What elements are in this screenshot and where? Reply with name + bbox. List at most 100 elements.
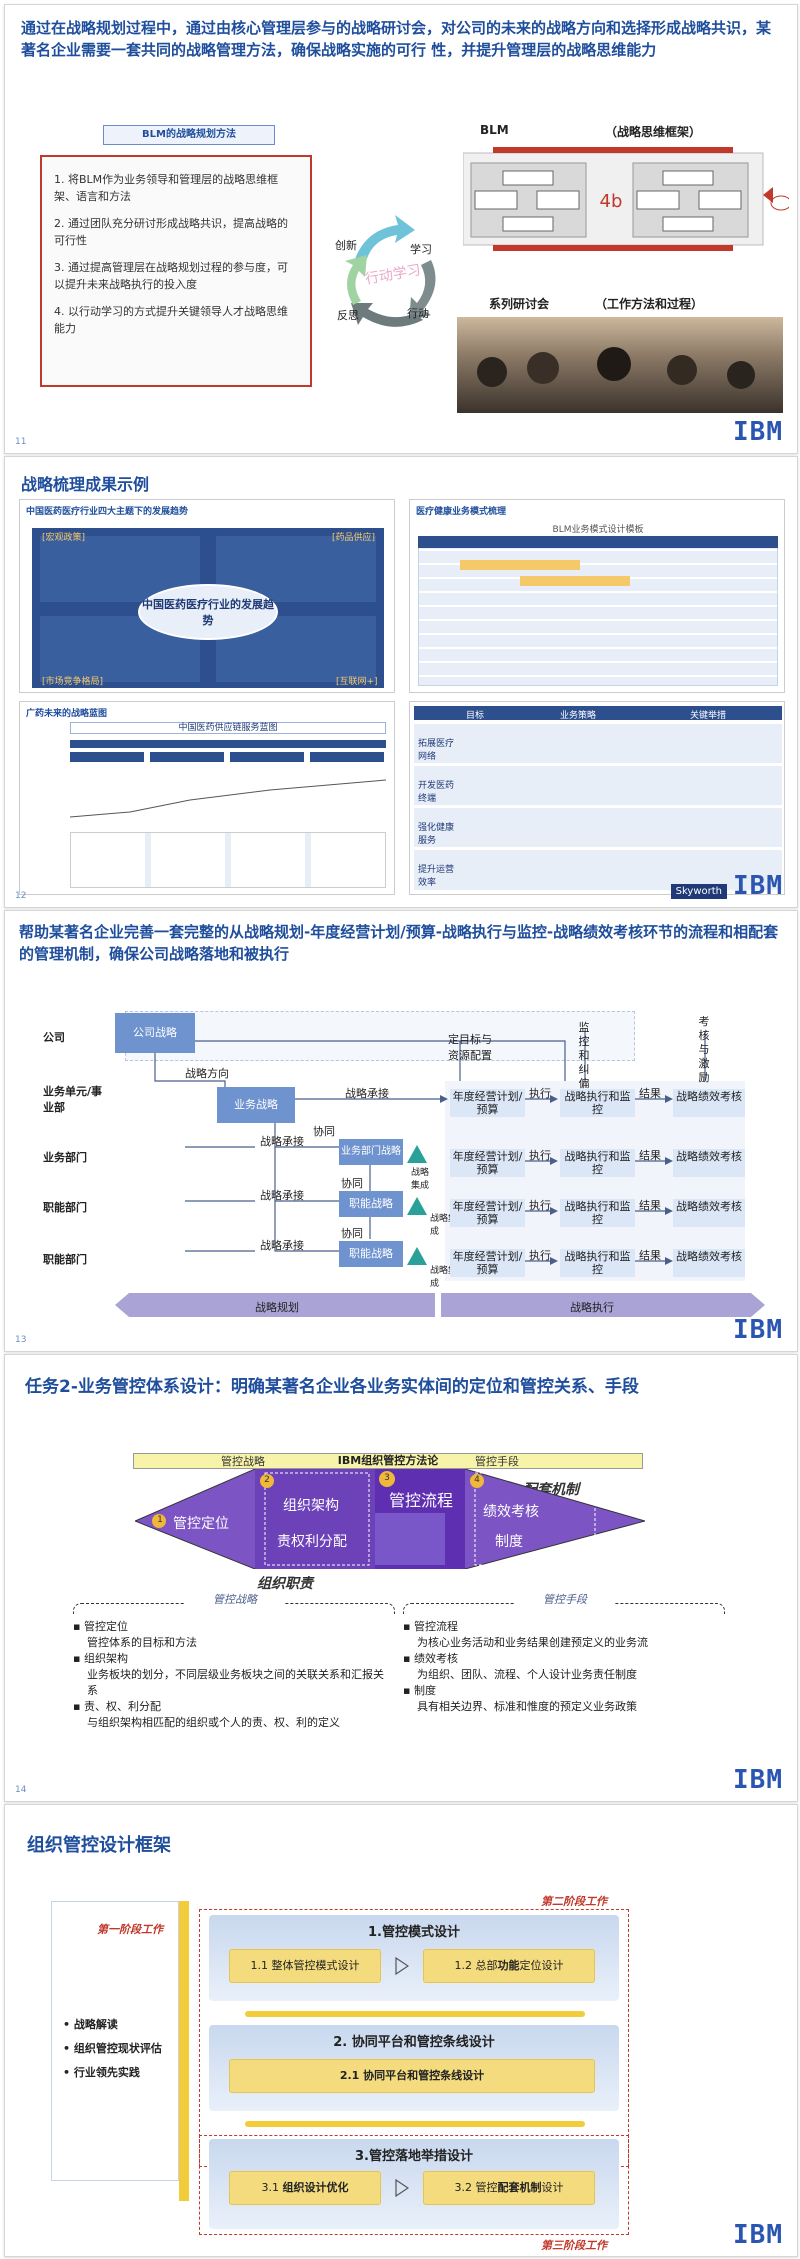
row-label: 强化健康服务 bbox=[418, 820, 454, 846]
phase-one-list: • 战略解读 • 组织管控现状评估 • 行业领先实践 bbox=[63, 2013, 162, 2085]
row-label: 拓展医疗网络 bbox=[418, 736, 454, 762]
point-4: 4. 以行动学习的方式提升关键领导人才战略思维能力 bbox=[54, 303, 298, 337]
coord-label-2: 协同 bbox=[341, 1175, 363, 1191]
phase-band bbox=[115, 1293, 765, 1317]
block-1-left-text: 1.1 整体管控模式设计 bbox=[251, 1959, 360, 1972]
list-item-desc: 为核心业务活动和业务结果创建预定义的业务流 bbox=[403, 1635, 723, 1651]
kpi-box-3: 战略绩效考核 bbox=[673, 1199, 745, 1227]
direction-label: 战略方向 bbox=[185, 1065, 229, 1081]
exec-label-1: 执行 bbox=[529, 1085, 551, 1101]
slide-title: 组织管控设计框架 bbox=[27, 1831, 171, 1857]
strategy-table-panel: 目标 业务策略 关键举措 拓展医疗网络 开发医药终端 强化健康服务 提升运营效率 bbox=[409, 701, 785, 895]
badge-4: 4 bbox=[472, 1475, 482, 1485]
workshop-sub: （工作方法和过程） bbox=[595, 295, 703, 312]
plan-box-3: 年度经营计划/预算 bbox=[450, 1199, 525, 1227]
kpi-text: 战略绩效考核 bbox=[676, 1090, 742, 1103]
exec-box-2: 战略执行和监控 bbox=[560, 1149, 635, 1177]
table-col-goal: 目标 bbox=[466, 708, 484, 721]
blueprint-title: 广药未来的战略蓝图 bbox=[26, 706, 107, 719]
table-row: 开发医药终端 bbox=[414, 766, 782, 806]
left-list: ▪ 管控定位 管控体系的目标和方法 ▪ 组织架构 业务板块的划分，不同层级业务板… bbox=[73, 1619, 393, 1731]
slide-strategy-results: 战略梳理成果示例 中国医药医疗行业四大主题下的发展趋势 [宏观政策] [药品供应… bbox=[4, 456, 798, 908]
list-item-desc: 与组织架构相匹配的组织或个人的责、权、利的定义 bbox=[73, 1715, 393, 1731]
inherit-label-3: 战略承接 bbox=[260, 1187, 304, 1203]
block-2-item: 2.1 协同平台和管控条线设计 bbox=[229, 2059, 595, 2093]
integrate-triangle-1 bbox=[407, 1145, 427, 1163]
trend-panel-title: 中国医药医疗行业四大主题下的发展趋势 bbox=[26, 504, 188, 517]
list-item: ▪ 绩效考核 bbox=[403, 1651, 723, 1667]
cycle-learn: 学习 bbox=[410, 241, 432, 257]
right-list: ▪ 管控流程 为核心业务活动和业务结果创建预定义的业务流 ▪ 绩效考核 为组织、… bbox=[403, 1619, 723, 1715]
cycle-center: 行动学习 bbox=[364, 262, 422, 287]
blm-label: BLM bbox=[480, 123, 509, 137]
blm-method-title: BLM的战略规划方法 bbox=[142, 129, 236, 140]
exec-text: 战略执行和监控 bbox=[565, 1200, 631, 1226]
left-head: 管控战略 bbox=[185, 1591, 285, 1607]
biz-model-panel: 医疗健康业务模式梳理 BLM业务模式设计模板 bbox=[409, 499, 785, 693]
list-item: ▪ 制度 bbox=[403, 1683, 723, 1699]
page-number: 13 bbox=[15, 1335, 26, 1345]
exec-text: 战略执行和监控 bbox=[565, 1090, 631, 1116]
plan-text: 年度经营计划/预算 bbox=[453, 1150, 523, 1176]
func-strategy-text-1: 职能战略 bbox=[349, 1197, 393, 1210]
tab-strategy: 管控战略 bbox=[221, 1453, 265, 1469]
list-item: • 组织管控现状评估 bbox=[63, 2037, 162, 2061]
list-item-desc: 为组织、团队、流程、个人设计业务责任制度 bbox=[403, 1667, 723, 1683]
plan-box-1: 年度经营计划/预算 bbox=[450, 1089, 525, 1117]
exec-box-1: 战略执行和监控 bbox=[560, 1089, 635, 1117]
table-col-actions: 关键举措 bbox=[690, 708, 726, 721]
trend-center-oval: 中国医药医疗行业的发展趋势 bbox=[138, 584, 278, 640]
exec-box-3: 战略执行和监控 bbox=[560, 1199, 635, 1227]
trend-panel: 中国医药医疗行业四大主题下的发展趋势 [宏观政策] [药品供应] [市场竞争格局… bbox=[19, 499, 395, 693]
page-number: 14 bbox=[15, 1785, 26, 1795]
func-strategy-box-2: 职能战略 bbox=[339, 1241, 403, 1267]
exec-label-2: 执行 bbox=[529, 1147, 551, 1163]
blueprint-header: 中国医药供应链服务蓝图 bbox=[70, 722, 386, 734]
right-head: 管控手段 bbox=[515, 1591, 615, 1607]
kpi-text: 战略绩效考核 bbox=[676, 1250, 742, 1263]
kpi-box-4: 战略绩效考核 bbox=[673, 1249, 745, 1277]
point-3: 3. 通过提高管理层在战略规划过程的参与度，可以提升未来战略执行的投入度 bbox=[54, 259, 298, 293]
kpi-text: 战略绩效考核 bbox=[676, 1150, 742, 1163]
blm-diagram: 4b bbox=[463, 143, 789, 255]
result-label-2: 结果 bbox=[639, 1147, 661, 1163]
table-col-strategy: 业务策略 bbox=[560, 708, 596, 721]
org-duty-label: 组织职责 bbox=[257, 1573, 313, 1593]
badge-3: 3 bbox=[382, 1473, 392, 1483]
divider-1 bbox=[245, 2011, 585, 2017]
list-item-desc: 业务板块的划分，不同层级业务板块之间的关联关系和汇报关系 bbox=[73, 1667, 393, 1699]
phase-one-label: 第一阶段工作 bbox=[97, 1921, 163, 1937]
inherit-label-1: 战略承接 bbox=[345, 1085, 389, 1101]
policy: 制度 bbox=[495, 1531, 523, 1551]
blm-sub: （战略思维框架） bbox=[605, 123, 701, 140]
biz-model-header: BLM业务模式设计模板 bbox=[410, 522, 786, 535]
blueprint-header-text: 中国医药供应链服务蓝图 bbox=[178, 723, 277, 733]
plan-box-2: 年度经营计划/预算 bbox=[450, 1149, 525, 1177]
plan-box-4: 年度经营计划/预算 bbox=[450, 1249, 525, 1277]
page-number: 12 bbox=[15, 891, 26, 901]
blueprint-panel: 广药未来的战略蓝图 中国医药供应链服务蓝图 bbox=[19, 701, 395, 895]
row-label: 开发医药终端 bbox=[418, 778, 454, 804]
list-item: ▪ 管控流程 bbox=[403, 1619, 723, 1635]
func-strategy-text-2: 职能战略 bbox=[349, 1247, 393, 1260]
badge-2: 2 bbox=[262, 1475, 272, 1485]
performance: 绩效考核 bbox=[483, 1501, 539, 1521]
plan-text: 年度经营计划/预算 bbox=[453, 1200, 523, 1226]
phase-two-label: 第二阶段工作 bbox=[541, 1893, 607, 1909]
row-label: 提升运营效率 bbox=[418, 862, 454, 888]
block-1-right: 1.2 总部功能定位设计 bbox=[423, 1949, 595, 1983]
inherit-label-4: 战略承接 bbox=[260, 1237, 304, 1253]
ibm-logo: IBM bbox=[733, 1765, 783, 1795]
list-item-desc: 管控体系的目标和方法 bbox=[73, 1635, 393, 1651]
org-structure: 组织架构 bbox=[283, 1495, 339, 1515]
assess-label: 考核与激励 bbox=[695, 1015, 713, 1085]
table-row: 拓展医疗网络 bbox=[414, 724, 782, 764]
block-1-title: 1.管控模式设计 bbox=[209, 1921, 619, 1940]
block-1-left: 1.1 整体管控模式设计 bbox=[229, 1949, 381, 1983]
control-process: 管控流程 bbox=[389, 1487, 453, 1511]
func-strategy-box-1: 职能战略 bbox=[339, 1191, 403, 1217]
list-item: ▪ 责、权、利分配 bbox=[73, 1699, 393, 1715]
badge-1: 1 bbox=[155, 1515, 165, 1525]
band-plan-label: 战略规划 bbox=[255, 1299, 299, 1315]
ibm-logo: IBM bbox=[733, 2220, 783, 2250]
